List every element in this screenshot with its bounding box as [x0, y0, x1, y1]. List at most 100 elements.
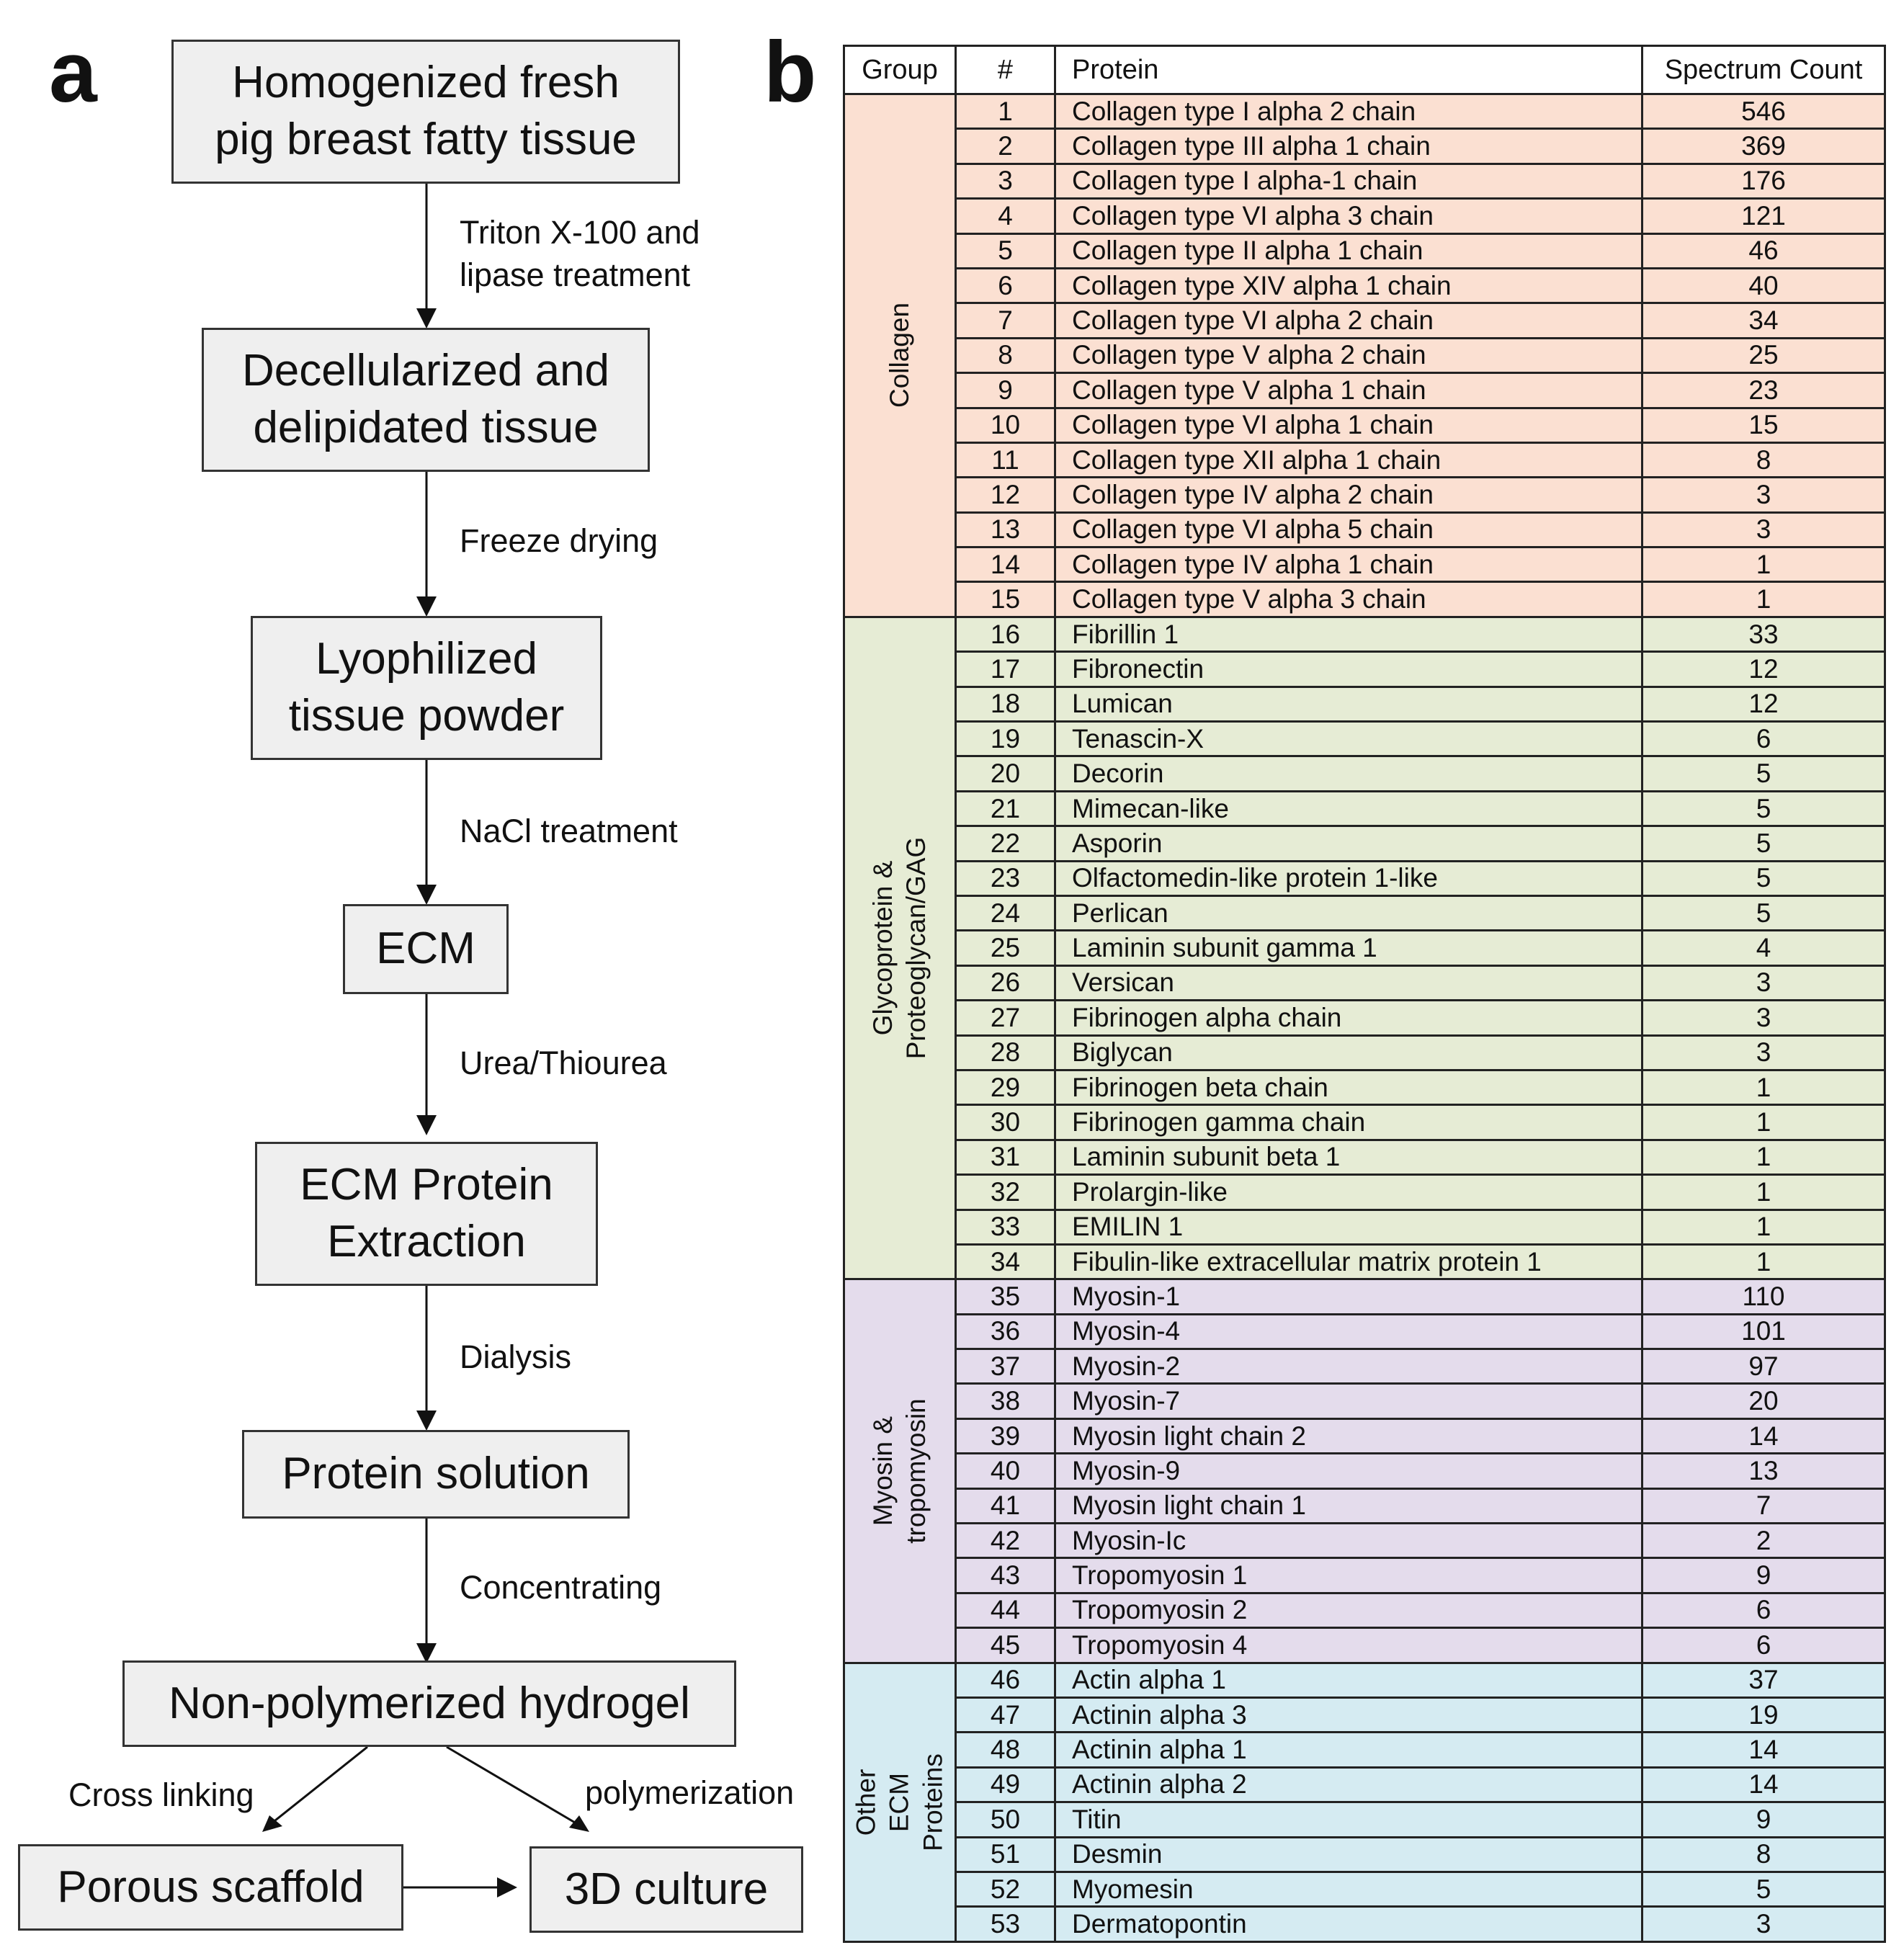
- spectrum-count: 121: [1641, 197, 1886, 235]
- arrow-8: [446, 1745, 584, 1829]
- protein-name: Dermatopontin: [1054, 1905, 1643, 1943]
- row-number: 48: [955, 1731, 1056, 1769]
- row-number: 38: [955, 1382, 1056, 1420]
- row-number: 37: [955, 1348, 1056, 1385]
- protein-name: Actinin alpha 3: [1054, 1696, 1643, 1734]
- protein-name: Lumican: [1054, 685, 1643, 723]
- protein-name: Laminin subunit beta 1: [1054, 1138, 1643, 1176]
- box-decellularized-tissue: Decellularized and delipidated tissue: [202, 328, 650, 472]
- spectrum-count: 176: [1641, 162, 1886, 200]
- spectrum-count: 3: [1641, 1034, 1886, 1071]
- protein-name: Prolargin-like: [1054, 1174, 1643, 1211]
- row-number: 3: [955, 162, 1056, 200]
- spectrum-count: 546: [1641, 92, 1886, 130]
- header-protein: Protein: [1054, 45, 1643, 95]
- protein-name: Fibrillin 1: [1054, 615, 1643, 653]
- protein-name: Myosin light chain 1: [1054, 1487, 1643, 1525]
- group-label: Collagen: [884, 303, 914, 408]
- row-number: 12: [955, 476, 1056, 514]
- row-number: 30: [955, 1104, 1056, 1141]
- protein-name: Fibrinogen alpha chain: [1054, 999, 1643, 1037]
- spectrum-count: 34: [1641, 302, 1886, 339]
- protein-name: Biglycan: [1054, 1034, 1643, 1071]
- protein-name: Myosin-1: [1054, 1278, 1643, 1315]
- row-number: 28: [955, 1034, 1056, 1071]
- row-number: 24: [955, 894, 1056, 932]
- row-number: 40: [955, 1452, 1056, 1490]
- step-urea-thiourea: Urea/Thiourea: [460, 1045, 667, 1081]
- spectrum-count: 101: [1641, 1313, 1886, 1351]
- row-number: 15: [955, 581, 1056, 618]
- panel-b-letter: b: [764, 24, 817, 120]
- protein-name: Olfactomedin-like protein 1-like: [1054, 859, 1643, 897]
- protein-name: Actinin alpha 2: [1054, 1766, 1643, 1804]
- spectrum-count: 1: [1641, 581, 1886, 618]
- row-number: 25: [955, 929, 1056, 967]
- row-number: 22: [955, 825, 1056, 862]
- protein-name: Collagen type I alpha-1 chain: [1054, 162, 1643, 200]
- protein-name: Myosin-9: [1054, 1452, 1643, 1490]
- step-dialysis: Dialysis: [460, 1338, 572, 1375]
- spectrum-count: 369: [1641, 128, 1886, 165]
- row-number: 51: [955, 1836, 1056, 1873]
- row-number: 39: [955, 1417, 1056, 1455]
- row-number: 47: [955, 1696, 1056, 1734]
- spectrum-count: 6: [1641, 1627, 1886, 1664]
- box-porous-scaffold: Porous scaffold: [18, 1844, 403, 1931]
- row-number: 36: [955, 1313, 1056, 1351]
- spectrum-count: 5: [1641, 790, 1886, 828]
- protein-name: Fibronectin: [1054, 651, 1643, 688]
- protein-name: Tropomyosin 4: [1054, 1627, 1643, 1664]
- spectrum-count: 9: [1641, 1557, 1886, 1594]
- spectrum-count: 5: [1641, 894, 1886, 932]
- spectrum-count: 46: [1641, 232, 1886, 269]
- row-number: 32: [955, 1174, 1056, 1211]
- spectrum-count: 8: [1641, 1836, 1886, 1873]
- protein-name: Myosin-2: [1054, 1348, 1643, 1385]
- step-concentrating: Concentrating: [460, 1569, 662, 1606]
- spectrum-count: 3: [1641, 999, 1886, 1037]
- row-number: 5: [955, 232, 1056, 269]
- protein-name: Collagen type I alpha 2 chain: [1054, 92, 1643, 130]
- protein-name: Collagen type V alpha 1 chain: [1054, 372, 1643, 409]
- box-ecm: ECM: [343, 904, 509, 994]
- row-number: 45: [955, 1627, 1056, 1664]
- panel-a-letter: a: [49, 24, 97, 120]
- box-lyophilized-powder: Lyophilized tissue powder: [251, 616, 602, 760]
- step-cross-linking: Cross linking: [68, 1776, 254, 1813]
- spectrum-count: 7: [1641, 1487, 1886, 1525]
- row-number: 2: [955, 128, 1056, 165]
- row-number: 50: [955, 1801, 1056, 1838]
- protein-name: Collagen type VI alpha 2 chain: [1054, 302, 1643, 339]
- protein-name: Tropomyosin 2: [1054, 1591, 1643, 1630]
- row-number: 10: [955, 406, 1056, 444]
- table-header-row: Group # Protein Spectrum Count: [843, 45, 1886, 95]
- spectrum-count: 14: [1641, 1417, 1886, 1455]
- group-cell: Other ECM Proteins: [843, 1661, 957, 1943]
- protein-name: Desmin: [1054, 1836, 1643, 1873]
- spectrum-count: 23: [1641, 372, 1886, 409]
- spectrum-count: 1: [1641, 1138, 1886, 1176]
- row-number: 20: [955, 755, 1056, 792]
- step-polymerization: polymerization: [585, 1774, 795, 1811]
